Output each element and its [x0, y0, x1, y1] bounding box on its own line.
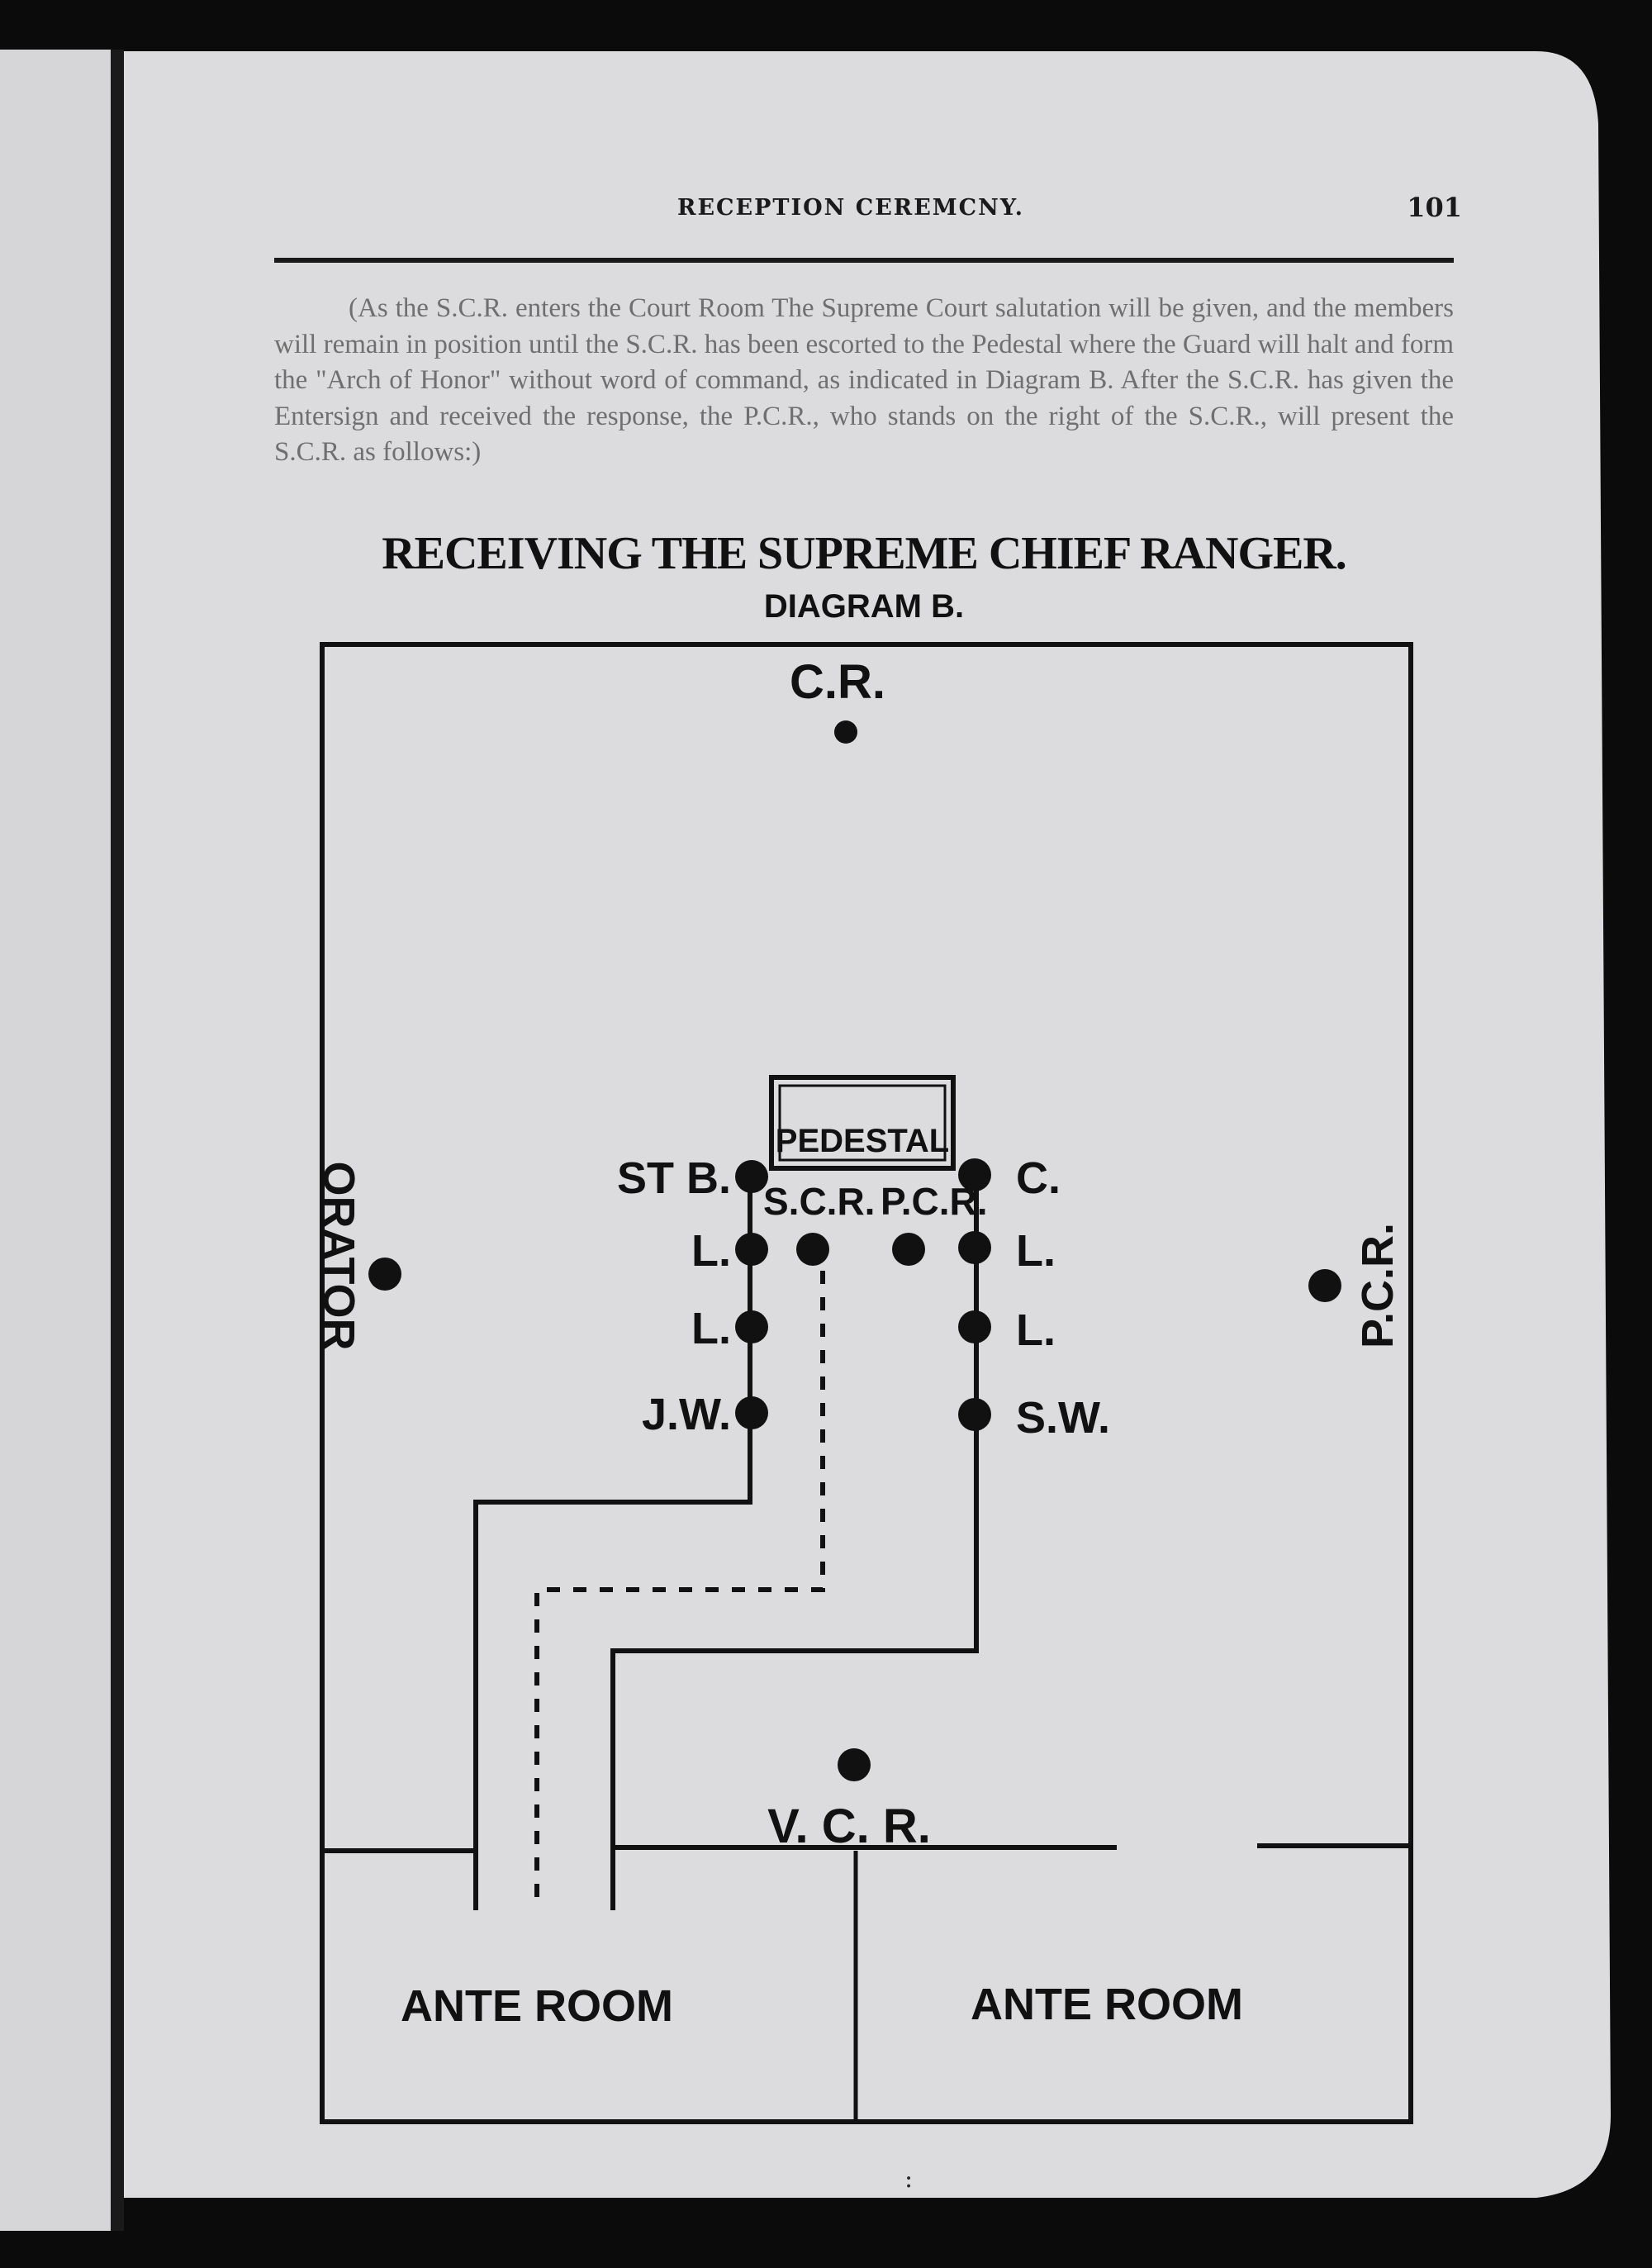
l-right-1-marker: [958, 1231, 991, 1264]
vcr-label: V. C. R.: [767, 1800, 931, 1853]
running-head: RECEPTION CEREMCNY.: [677, 195, 1025, 221]
stb-label: ST B.: [617, 1153, 731, 1203]
l-right-1-label: L.: [1016, 1226, 1056, 1276]
pcr-center-marker: [892, 1233, 925, 1266]
pcr-side-marker: [1308, 1269, 1341, 1302]
l-left-2-marker: [735, 1310, 768, 1343]
l-right-2-marker: [958, 1310, 991, 1343]
pcr-side-label: P.C.R.: [1353, 1223, 1403, 1348]
l-left-1-label: L.: [691, 1226, 731, 1276]
procession-path: [534, 1271, 825, 1910]
sw-label: S.W.: [1016, 1393, 1110, 1443]
ante-room-right-label: ANTE ROOM: [971, 1980, 1243, 2029]
jw-marker: [735, 1396, 768, 1429]
pedestal-label: PEDESTAL: [776, 1123, 949, 1159]
orator-marker: [368, 1258, 401, 1291]
intro-paragraph: (As the S.C.R. enters the Court Room The…: [274, 293, 1454, 467]
ante-room-left-label: ANTE ROOM: [401, 1981, 673, 2031]
pedestal-box: [769, 1075, 956, 1171]
jw-label: J.W.: [642, 1390, 731, 1439]
vcr-marker: [838, 1748, 871, 1781]
l-right-2-label: L.: [1016, 1305, 1056, 1355]
page-number: 101: [1407, 192, 1462, 223]
stb-marker: [735, 1160, 768, 1193]
sw-marker: [958, 1398, 991, 1431]
footer-mark: :: [904, 2165, 914, 2194]
c-marker: [958, 1158, 991, 1191]
cr-marker: [834, 720, 857, 744]
orator-label: ORATOR: [314, 1162, 363, 1351]
figure-subtitle: DIAGRAM B.: [763, 588, 965, 625]
court-room-outline: [320, 642, 1413, 2124]
c-label: C.: [1016, 1153, 1061, 1203]
figure-title: RECEIVING THE SUPREME CHIEF RANGER.: [382, 528, 1347, 579]
pcr-center-label: P.C.R.: [881, 1180, 988, 1223]
cr-label: C.R.: [790, 655, 885, 709]
l-left-1-marker: [735, 1233, 768, 1266]
scr-marker: [796, 1233, 829, 1266]
scr-label: S.C.R.: [763, 1180, 875, 1223]
l-left-2-label: L.: [691, 1304, 731, 1353]
header-rule: [274, 258, 1454, 263]
